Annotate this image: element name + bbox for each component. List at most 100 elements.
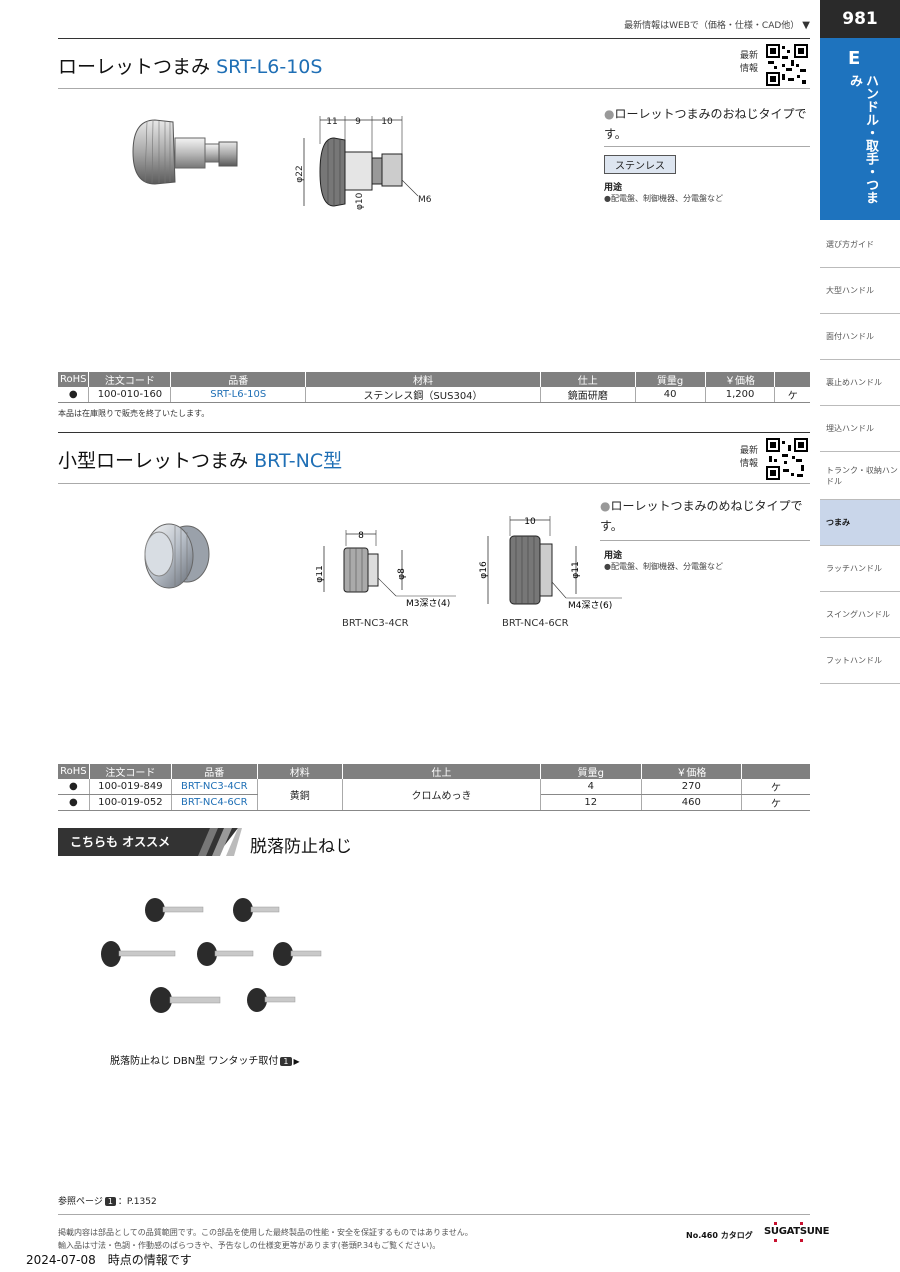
table-cell-model[interactable]: SRT-L6-10S (170, 387, 307, 403)
screw-2 (233, 898, 280, 922)
title-underline (58, 88, 810, 89)
side-nav-item[interactable]: フットハンドル (820, 638, 900, 684)
use-heading: 用途 (604, 551, 623, 561)
table-cell-price: 460 (641, 794, 743, 811)
table-cell-rohs: ● (58, 387, 90, 403)
dim-phi16: φ16 (479, 561, 489, 579)
latest-info-label: 最新情報 (740, 446, 759, 469)
side-nav-item[interactable]: 裏止めハンドル (820, 360, 900, 406)
table-cell-model[interactable]: BRT-NC4-6CR (171, 794, 258, 811)
use-text: ●配電盤、制御機器、分電盤など (604, 194, 723, 203)
table-header: RoHS (58, 372, 90, 387)
screw-3 (101, 941, 176, 967)
table-header (774, 372, 810, 387)
table-cell-finish: クロムめっき (342, 779, 542, 811)
section1-title: ローレットつまみ SRT-L6-10S (58, 56, 323, 78)
side-nav-label: つまみ (826, 518, 850, 527)
dim-8: 8 (358, 531, 364, 541)
table-cell-material: ステンレス鋼（SUS304） (305, 387, 541, 403)
page-ref-badge: 1 (280, 1057, 292, 1066)
table-cell-mass: 12 (540, 794, 642, 811)
drawing-label-nc4: BRT-NC4-6CR (502, 618, 569, 629)
section2-feature: ●ローレットつまみのめねじタイプです。 (600, 499, 803, 533)
latest-info-label: 最新情報 (740, 51, 759, 74)
side-nav-item[interactable]: ラッチハンドル (820, 546, 900, 592)
footer-divider (58, 1214, 810, 1215)
triangle-down-icon: ▼ (802, 20, 810, 31)
table-header: 仕上 (540, 372, 636, 387)
screw-5 (273, 942, 322, 966)
dimension-drawing-srt: 11 9 10 φ22 φ10 M6 (295, 116, 432, 210)
table-cell-code: 100-010-160 (88, 387, 172, 403)
table-header: 注文コード (88, 372, 172, 387)
arrow-right-icon: ▶ (293, 1057, 300, 1066)
dimension-drawing-nc3: 8 φ11 φ8 M3深さ(4) (316, 530, 456, 608)
side-nav-item[interactable]: 大型ハンドル (820, 268, 900, 314)
feature-divider (600, 540, 810, 541)
qr-code-icon[interactable] (766, 438, 808, 480)
feature-divider (604, 146, 810, 147)
table-cell-mass: 4 (540, 779, 642, 795)
dim-m6: M6 (418, 195, 432, 205)
side-nav-label: 選び方ガイド (826, 240, 874, 249)
side-nav-item[interactable]: 面付ハンドル (820, 314, 900, 360)
dim-m3: M3深さ(4) (406, 598, 450, 608)
screws-photo (101, 898, 322, 1013)
side-nav-label: トランク・収納ハンドル (826, 465, 898, 486)
side-nav-item[interactable]: トランク・収納ハンドル (820, 452, 900, 500)
table-cell-finish: 鏡面研磨 (540, 387, 636, 403)
discontinued-note: 本品は在庫限りで販売を終了いたします。 (58, 409, 210, 418)
side-nav-item[interactable]: つまみ (820, 500, 900, 546)
catalog-number: No.460 カタログ (686, 1231, 753, 1240)
table-header: 品番 (171, 764, 258, 779)
table-cell-price: 1,200 (705, 387, 776, 403)
table-header: 質量g (540, 764, 642, 779)
bullet-icon: ● (600, 499, 611, 513)
side-nav-label: ラッチハンドル (826, 564, 882, 573)
dim-10: 10 (524, 517, 536, 527)
page-ref-badge: 1 (104, 1197, 116, 1206)
side-nav-item[interactable]: 埋込ハンドル (820, 406, 900, 452)
category-letter: E (848, 48, 861, 69)
brand-logo-mark (774, 1222, 803, 1242)
table-header: 材料 (305, 372, 541, 387)
table-cell-unit: ケ (741, 794, 810, 811)
table-header: 質量g (635, 372, 706, 387)
table-cell-mass: 40 (635, 387, 706, 403)
web-info-note[interactable]: 最新情報はWEBで（価格・仕様・CAD他）▼ (624, 20, 810, 31)
date-stamp: 2024-07-08 時点の情報です (26, 1253, 192, 1267)
page-number: 981 (820, 0, 900, 38)
table-header: RoHS (58, 764, 90, 779)
table-cell-unit: ケ (741, 779, 810, 795)
table-cell-code: 100-019-849 (89, 779, 173, 795)
section-divider (58, 38, 810, 39)
table-header: ￥価格 (705, 372, 776, 387)
dim-11: 11 (326, 117, 337, 127)
dim-phi11: φ11 (316, 565, 325, 582)
table-header: 材料 (257, 764, 343, 779)
side-nav-label: スイングハンドル (826, 610, 890, 619)
category-name: ハンドル・取手・つまみ (847, 74, 878, 204)
side-nav-item[interactable]: スイングハンドル (820, 592, 900, 638)
screw-1 (145, 898, 204, 922)
use-heading: 用途 (604, 183, 623, 193)
material-badge: ステンレス (604, 154, 676, 174)
screw-4 (197, 942, 254, 966)
recommend-title: 脱落防止ねじ (250, 837, 352, 857)
table-cell-model[interactable]: BRT-NC3-4CR (171, 779, 258, 795)
qr-code-icon[interactable] (766, 44, 808, 86)
dim-phi8: φ8 (397, 568, 407, 580)
dimension-drawing-nc4: 10 φ16 φ11 M4深さ(6) (479, 516, 622, 611)
title-underline (58, 483, 810, 484)
side-nav-item[interactable]: 選び方ガイド (820, 222, 900, 268)
section2-title: 小型ローレットつまみ BRT-NC型 (58, 450, 343, 472)
table-header: 注文コード (89, 764, 173, 779)
table-cell-material: 黄銅 (257, 779, 343, 811)
table-header: 品番 (170, 372, 307, 387)
